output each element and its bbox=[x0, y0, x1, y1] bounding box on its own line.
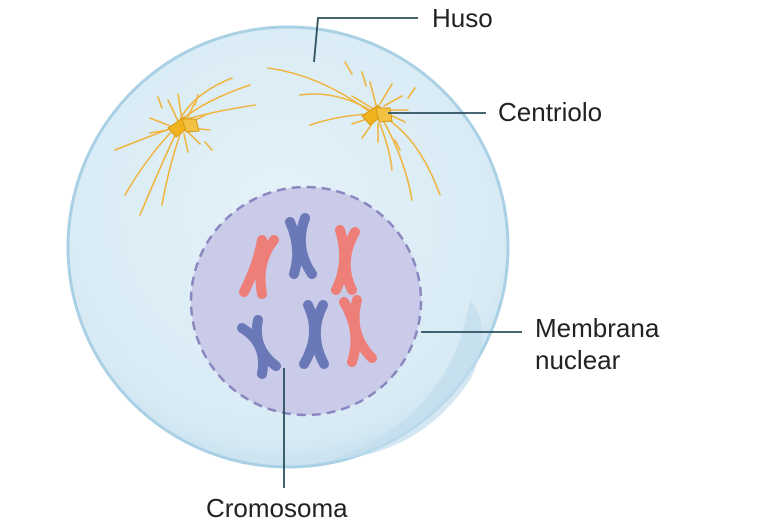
leader-lines bbox=[283, 17, 522, 488]
chromosome-red-2 bbox=[331, 225, 360, 295]
label-membrana-line1: Membrana bbox=[535, 313, 660, 343]
leader-line-huso bbox=[313, 17, 418, 63]
label-huso: Huso bbox=[432, 3, 493, 33]
label-membrana-nuclear: Membrana nuclear bbox=[535, 312, 659, 376]
chromosome-red-3 bbox=[339, 295, 377, 367]
centriole-left bbox=[167, 116, 200, 138]
centriole-right bbox=[361, 104, 393, 126]
chromosome-blue-2 bbox=[237, 315, 281, 379]
chromosome-blue-3 bbox=[299, 300, 329, 369]
cell-shading bbox=[330, 300, 483, 460]
label-membrana-line2: nuclear bbox=[535, 345, 621, 375]
chromosome-blue-1 bbox=[285, 213, 317, 279]
label-centriolo: Centriolo bbox=[498, 97, 603, 127]
chromosome-red-1 bbox=[239, 235, 279, 299]
label-cromosoma: Cromosoma bbox=[206, 493, 348, 523]
nuclear-membrane bbox=[189, 185, 423, 417]
spindle-right bbox=[267, 61, 441, 201]
